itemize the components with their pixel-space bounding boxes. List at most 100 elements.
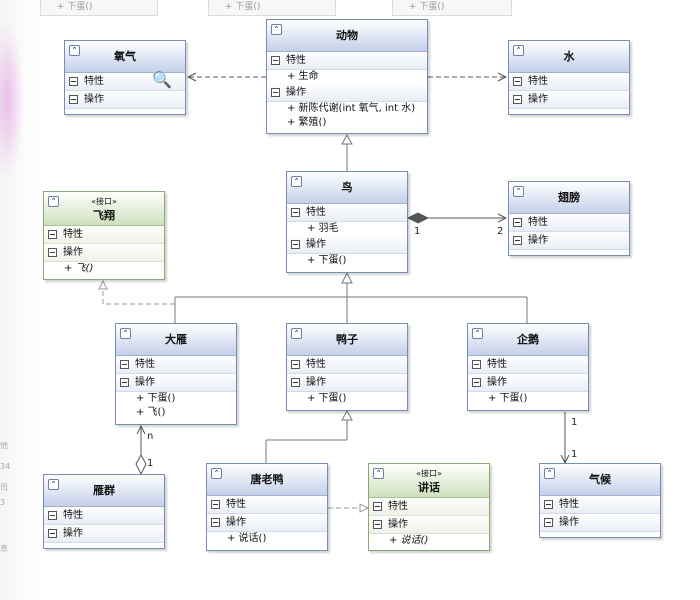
class-water[interactable]: ⌃水 特性 操作 [508,40,630,115]
class-climate[interactable]: ⌃气候 特性 操作 [539,463,661,538]
operation-item[interactable]: + 下蛋() [136,393,176,404]
operations-section[interactable]: 操作 [116,374,236,392]
operation-item[interactable]: + 下蛋() [307,393,347,404]
background-left-strip [0,0,40,600]
minus-icon[interactable] [544,500,553,509]
attributes-section[interactable]: 特性 [509,214,629,232]
collapse-icon[interactable]: ⌃ [271,24,282,35]
class-duck[interactable]: ⌃ 鸭子 特性 操作 + 下蛋() [286,323,408,411]
collapse-icon[interactable]: ⌃ [69,45,80,56]
realization-arrowhead [359,503,370,513]
minus-icon[interactable] [291,360,300,369]
minus-icon[interactable] [373,502,382,511]
attributes-section[interactable]: 特性 [540,496,660,514]
collapse-icon[interactable]: ⌃ [48,479,59,490]
operations-section[interactable]: 操作 [44,244,164,262]
minus-icon[interactable] [48,248,57,257]
class-donald-duck[interactable]: ⌃唐老鸭 特性 操作 + 说话() [206,463,328,551]
collapse-icon[interactable]: ⌃ [291,328,302,339]
minus-icon[interactable] [271,88,280,97]
attributes-section[interactable]: 特性 [369,498,489,516]
class-goose[interactable]: ⌃大雁 特性 操作 + 下蛋() + 飞() [115,323,237,425]
operations-section[interactable]: 操作 [509,232,629,250]
interface-stereotype: «接口» [416,469,442,478]
operation-item[interactable]: + 下蛋() [307,255,347,266]
generalization-arrowhead [341,133,353,145]
operations-section[interactable]: 操作 [207,514,327,532]
interface-speak[interactable]: ⌃«接口»讲话 特性 操作 + 说话() [368,463,490,551]
collapse-icon[interactable]: ⌃ [544,468,555,479]
operation-item[interactable]: + 繁殖() [287,117,327,128]
class-bird[interactable]: ⌃ 鸟 特性 + 羽毛 操作 + 下蛋() [286,171,408,273]
class-oxygen[interactable]: ⌃氧气 特性 操作 🔍 [64,40,186,115]
attribute-item[interactable]: + 羽毛 [307,223,339,234]
collapse-icon[interactable]: ⌃ [120,328,131,339]
collapse-icon[interactable]: ⌃ [472,328,483,339]
minus-icon[interactable] [291,208,300,217]
class-flock[interactable]: ⌃ 雁群 特性 操作 [43,474,165,549]
attributes-section[interactable]: 特性 [116,356,236,374]
class-animal[interactable]: ⌃动物 特性 + 生命 操作 + 新陈代谢(int 氧气, int 水) + 繁… [266,19,428,134]
minus-icon[interactable] [120,360,129,369]
attributes-section[interactable]: 特性 [287,204,407,222]
attributes-section[interactable]: 特性 [509,73,629,91]
operations-section[interactable]: 操作 [540,514,660,532]
background-text: 他 [0,441,8,450]
operation-item[interactable]: + 下蛋() [488,393,528,404]
collapse-icon[interactable]: ⌃ [513,186,524,197]
attributes-section[interactable]: 特性 [207,496,327,514]
minus-icon[interactable] [48,529,57,538]
minus-icon[interactable] [373,520,382,529]
attribute-item[interactable]: + 生命 [287,71,319,82]
operations-section[interactable]: 操作 [509,91,629,109]
operation-item[interactable]: + 飞() [136,407,166,418]
minus-icon[interactable] [211,518,220,527]
collapse-icon[interactable]: ⌃ [211,468,222,479]
attributes-section[interactable]: 特性 [267,52,427,70]
attributes-section[interactable]: 特性 [44,226,164,244]
operations-section[interactable]: 操作 [65,91,185,109]
minus-icon[interactable] [48,230,57,239]
minus-icon[interactable] [513,77,522,86]
interface-fly[interactable]: ⌃«接口»飞翔 特性 操作 + 飞() [43,191,165,280]
operations-section[interactable]: 操作 [287,374,407,392]
minus-icon[interactable] [69,95,78,104]
background-text: 息 [0,544,8,553]
minus-icon[interactable] [211,500,220,509]
minus-icon[interactable] [544,518,553,527]
operations-section[interactable]: 操作 [468,374,588,392]
minus-icon[interactable] [513,95,522,104]
minus-icon[interactable] [120,378,129,387]
minus-icon[interactable] [472,378,481,387]
operations-section[interactable]: 操作 [287,236,407,254]
attributes-section[interactable]: 特性 [468,356,588,374]
class-wing[interactable]: ⌃翅膀 特性 操作 [508,181,630,256]
collapse-icon[interactable]: ⌃ [513,45,524,56]
operations-section[interactable]: 操作 [44,525,164,543]
minus-icon[interactable] [513,218,522,227]
operation-item[interactable]: + 说话() [227,533,267,544]
minus-icon[interactable] [69,77,78,86]
operation-item[interactable]: + 新陈代谢(int 氧气, int 水) [287,103,416,114]
minus-icon[interactable] [291,378,300,387]
class-name: 鸭子 [336,333,358,346]
attributes-section[interactable]: 特性 [287,356,407,374]
minus-icon[interactable] [271,56,280,65]
class-name: 鸟 [341,181,353,194]
class-penguin[interactable]: ⌃企鹅 特性 操作 + 下蛋() [467,323,589,411]
minus-icon[interactable] [48,511,57,520]
attributes-section[interactable]: 特性 [44,507,164,525]
background-tab: + 下蛋() [208,0,336,16]
attributes-section[interactable]: 特性 [65,73,185,91]
collapse-icon[interactable]: ⌃ [373,468,384,479]
minus-icon[interactable] [513,236,522,245]
minus-icon[interactable] [472,360,481,369]
class-name: 雁群 [93,484,115,497]
operation-item[interactable]: + 说话() [389,535,429,546]
operation-item[interactable]: + 飞() [64,263,94,274]
collapse-icon[interactable]: ⌃ [291,176,302,187]
minus-icon[interactable] [291,240,300,249]
operations-section[interactable]: 操作 [369,516,489,534]
collapse-icon[interactable]: ⌃ [48,196,59,207]
operations-section[interactable]: 操作 [267,84,427,102]
